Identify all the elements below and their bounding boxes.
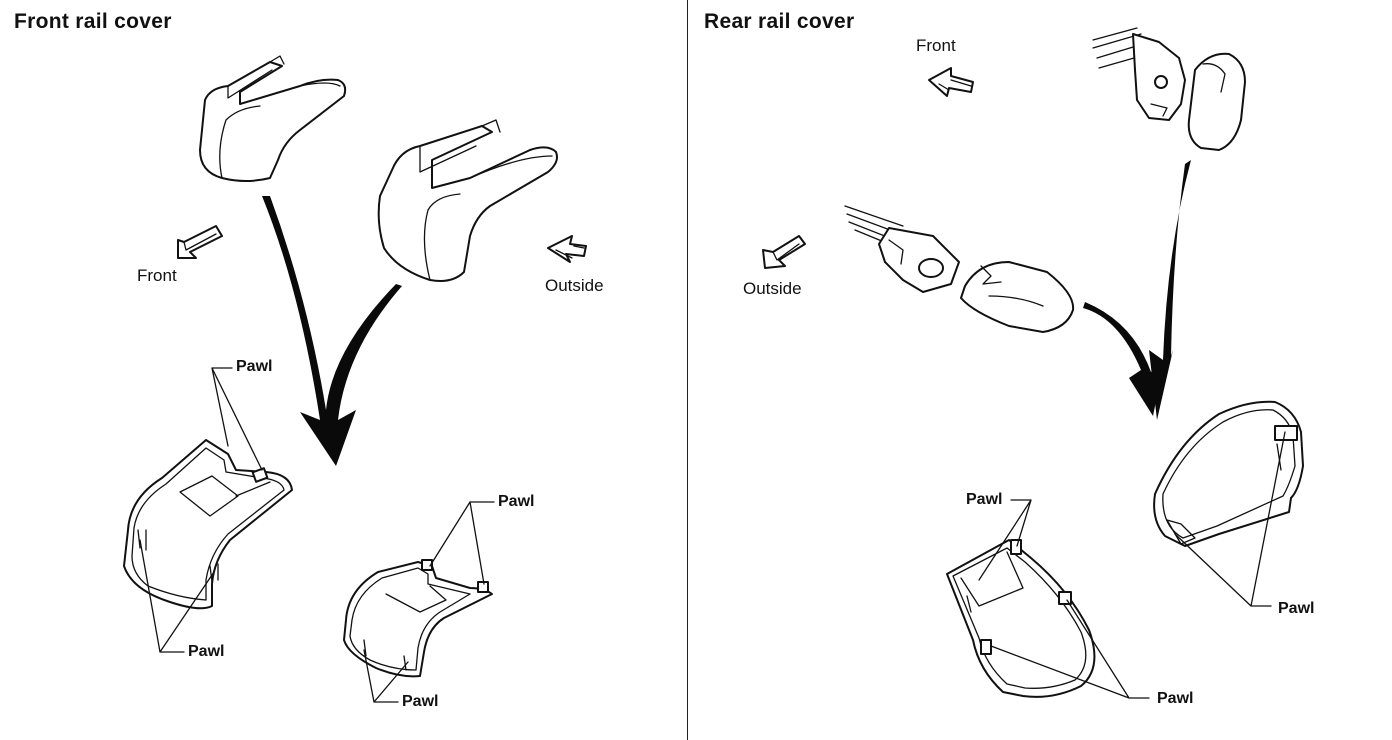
install-direction-arrow-middle bbox=[1083, 302, 1163, 416]
pawl-label: Pawl bbox=[236, 358, 273, 375]
large-front-cover bbox=[377, 119, 558, 282]
pawl-label: Pawl bbox=[966, 491, 1003, 508]
outside-direction-arrow-icon bbox=[547, 235, 587, 263]
front-direction-arrow-icon bbox=[177, 225, 223, 259]
rear-rail-bracket-middle bbox=[844, 205, 960, 293]
rear-cover-middle bbox=[960, 261, 1075, 333]
rear-rail-cover-illustration bbox=[762, 27, 1304, 699]
panel-divider bbox=[687, 0, 688, 740]
pawl-label: Pawl bbox=[188, 643, 225, 660]
pawl-label: Pawl bbox=[1157, 690, 1194, 707]
front-panel-title: Front rail cover bbox=[14, 10, 172, 33]
install-direction-arrow-top bbox=[1149, 160, 1191, 420]
pawl-label: Pawl bbox=[402, 693, 439, 710]
outside-direction-arrow-icon bbox=[762, 235, 806, 269]
pawl-label: Pawl bbox=[498, 493, 535, 510]
rear-panel-title: Rear rail cover bbox=[704, 10, 855, 33]
install-direction-arrow bbox=[262, 196, 402, 466]
rear-cover-underside-left bbox=[946, 539, 1096, 698]
rear-rail-bracket-top bbox=[1092, 27, 1186, 121]
pawl-label: Pawl bbox=[1278, 600, 1315, 617]
rear-cover-top bbox=[1187, 52, 1246, 151]
small-front-cover-underside bbox=[123, 439, 293, 610]
front-rail-cover-panel: Front rail cover bbox=[0, 0, 688, 740]
outside-direction-label: Outside bbox=[743, 279, 802, 298]
front-direction-arrow-icon bbox=[928, 67, 974, 97]
rear-cover-underside-right bbox=[1153, 400, 1304, 547]
large-front-cover-underside bbox=[343, 559, 493, 678]
front-rail-cover-illustration bbox=[123, 55, 587, 703]
outside-direction-label: Outside bbox=[545, 276, 604, 295]
rear-rail-cover-panel: Rear rail cover bbox=[689, 0, 1392, 740]
small-front-cover bbox=[199, 55, 347, 182]
pawl-leader-lines bbox=[139, 367, 495, 703]
front-direction-label: Front bbox=[916, 36, 956, 55]
front-direction-label: Front bbox=[137, 266, 177, 285]
pawl-leader-lines bbox=[978, 431, 1286, 699]
